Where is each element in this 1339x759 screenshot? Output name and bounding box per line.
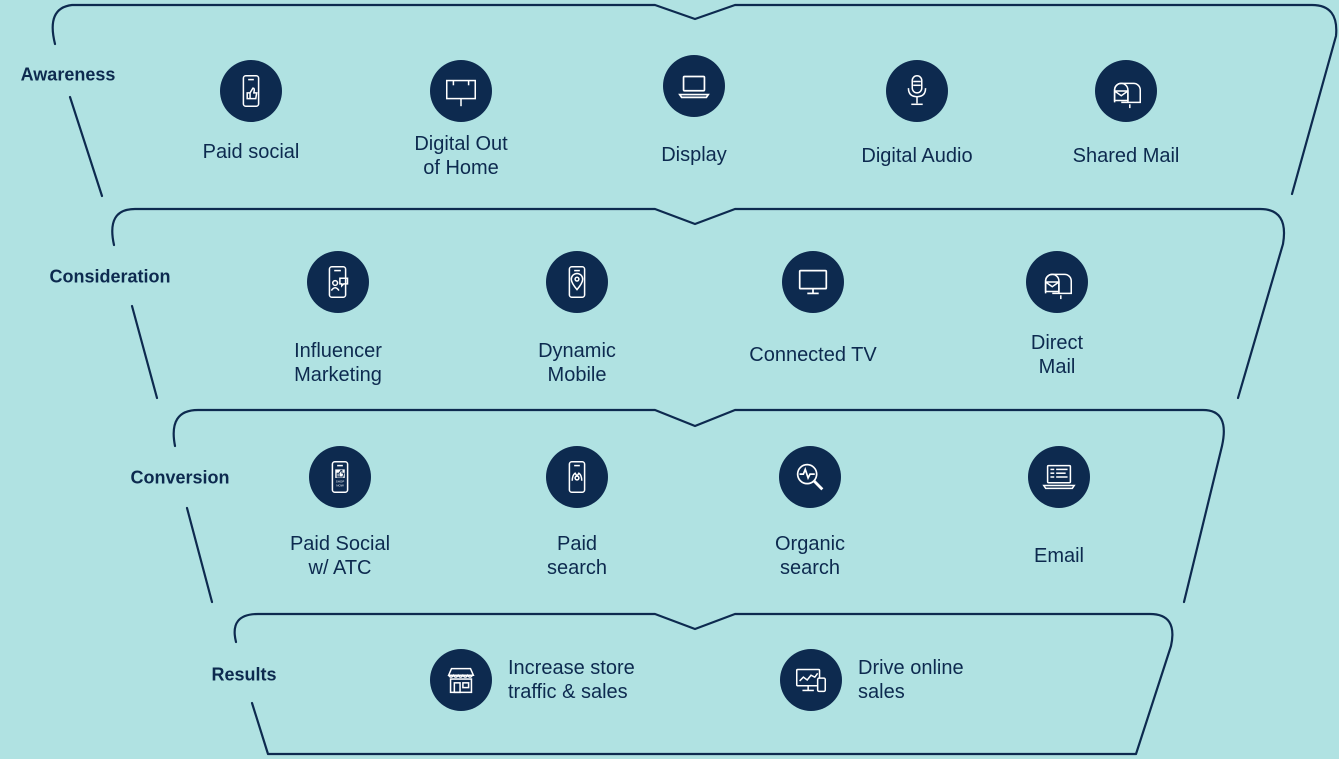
result-label: Increase store traffic & sales <box>508 657 635 703</box>
channel-digital-audio: Digital Audio <box>817 60 1017 168</box>
mailbox-icon <box>1095 60 1157 122</box>
consideration-band-left-edge <box>130 304 159 400</box>
conversion-band-outline <box>172 408 1225 604</box>
channel-digital-out-of-home: Digital Out of Home <box>361 60 561 180</box>
channel-label: Organic search <box>774 533 846 579</box>
channel-display: Display <box>594 55 794 167</box>
channel-connected-tv: Connected TV <box>713 251 913 367</box>
magnifier-pulse-icon <box>779 446 841 508</box>
channel-label: Display <box>661 144 727 166</box>
svg-text:NOW: NOW <box>336 484 344 488</box>
conversion-band-left-edge <box>185 506 214 604</box>
channel-shared-mail: Shared Mail <box>1026 60 1226 168</box>
channel-label: Direct Mail <box>1030 332 1084 378</box>
stage-label-consideration: Consideration <box>49 266 171 287</box>
awareness-band-outline <box>51 3 1338 196</box>
channel-label: Connected TV <box>749 344 877 366</box>
mailbox-icon <box>1026 251 1088 313</box>
result-store-traffic: Increase store traffic & sales <box>430 649 635 711</box>
channel-label: Paid Social w/ ATC <box>289 533 391 579</box>
channel-label: Digital Out of Home <box>414 133 508 179</box>
svg-text:SHOP: SHOP <box>336 480 345 484</box>
channel-paid-search: Paid search <box>477 446 677 580</box>
laptop-email-icon <box>1028 446 1090 508</box>
storefront-icon <box>430 649 492 711</box>
devices-chart-icon <box>780 649 842 711</box>
smartphone-influencer-icon <box>307 251 369 313</box>
channel-label: Paid search <box>546 533 608 579</box>
channel-label: Shared Mail <box>1072 145 1180 167</box>
channel-influencer-marketing: Influencer Marketing <box>238 251 438 387</box>
billboard-icon <box>430 60 492 122</box>
awareness-band-left-edge <box>68 95 104 198</box>
channel-label: Email <box>1033 545 1084 567</box>
channel-organic-search: Organic search <box>710 446 910 580</box>
results-band-outline <box>233 612 1174 756</box>
microphone-icon <box>886 60 948 122</box>
channel-label: Digital Audio <box>861 145 973 167</box>
consideration-band-outline <box>111 207 1286 400</box>
channel-label: Paid social <box>202 141 300 163</box>
result-label: Drive online sales <box>858 657 964 703</box>
channel-paid-social: Paid social <box>151 60 351 164</box>
channel-dynamic-mobile: Dynamic Mobile <box>477 251 677 387</box>
channel-label: Influencer Marketing <box>294 340 382 386</box>
channel-label: Dynamic Mobile <box>538 340 616 386</box>
smartphone-search-icon <box>546 446 608 508</box>
result-online-sales: Drive online sales <box>780 649 964 711</box>
channel-direct-mail: Direct Mail <box>957 251 1157 379</box>
smartphone-location-icon <box>546 251 608 313</box>
laptop-icon <box>663 55 725 117</box>
stage-label-conversion: Conversion <box>130 467 230 488</box>
channel-email: Email <box>959 446 1159 568</box>
monitor-icon <box>782 251 844 313</box>
stage-label-results: Results <box>211 664 277 685</box>
smartphone-thumbs-up-icon <box>220 60 282 122</box>
stage-label-awareness: Awareness <box>20 64 116 85</box>
